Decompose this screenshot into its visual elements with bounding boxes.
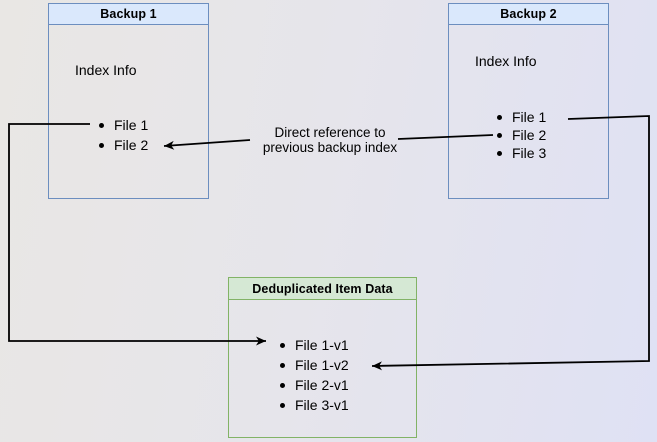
backup2-index-info-label: Index Info	[475, 53, 537, 69]
bullet-icon	[497, 150, 502, 156]
file-label: File 1	[512, 109, 547, 125]
file-label: File 1	[114, 117, 149, 133]
dedup-header: Deduplicated Item Data	[229, 278, 416, 300]
list-item: File 1	[99, 115, 148, 135]
list-item: File 2	[99, 135, 148, 155]
file-label: File 2	[512, 127, 547, 143]
list-item: File 1-v1	[280, 335, 349, 355]
bullet-icon	[280, 382, 285, 388]
bullet-icon	[280, 402, 285, 408]
list-item: File 1-v2	[280, 355, 349, 375]
item-label: File 1-v2	[295, 357, 349, 373]
dedup-item-list: File 1-v1 File 1-v2 File 2-v1 File 3-v1	[280, 335, 349, 415]
backup1-box: Backup 1 Index Info File 1 File 2	[48, 3, 209, 199]
bullet-icon	[99, 122, 104, 128]
bullet-icon	[497, 132, 502, 138]
annotation-line1: Direct reference to	[274, 125, 386, 140]
backup1-index-info-label: Index Info	[75, 62, 137, 78]
item-label: File 2-v1	[295, 377, 349, 393]
bullet-icon	[497, 114, 502, 120]
list-item: File 2	[497, 126, 546, 144]
backup1-file-list: File 1 File 2	[99, 115, 148, 155]
file-label: File 2	[114, 137, 149, 153]
annotation-line2: previous backup index	[262, 140, 398, 155]
bullet-icon	[280, 362, 285, 368]
backup2-file-list: File 1 File 2 File 3	[497, 108, 546, 162]
list-item: File 1	[497, 108, 546, 126]
list-item: File 2-v1	[280, 375, 349, 395]
backup2-box: Backup 2 Index Info File 1 File 2 File 3	[448, 3, 609, 199]
item-label: File 1-v1	[295, 337, 349, 353]
list-item: File 3-v1	[280, 395, 349, 415]
bullet-icon	[280, 342, 285, 348]
file-label: File 3	[512, 145, 547, 161]
annotation-label: Direct reference to previous backup inde…	[240, 125, 420, 155]
dedup-box: Deduplicated Item Data File 1-v1 File 1-…	[228, 277, 417, 438]
backup1-header: Backup 1	[49, 4, 208, 25]
backup2-header: Backup 2	[449, 4, 608, 25]
item-label: File 3-v1	[295, 397, 349, 413]
bullet-icon	[99, 142, 104, 148]
list-item: File 3	[497, 144, 546, 162]
